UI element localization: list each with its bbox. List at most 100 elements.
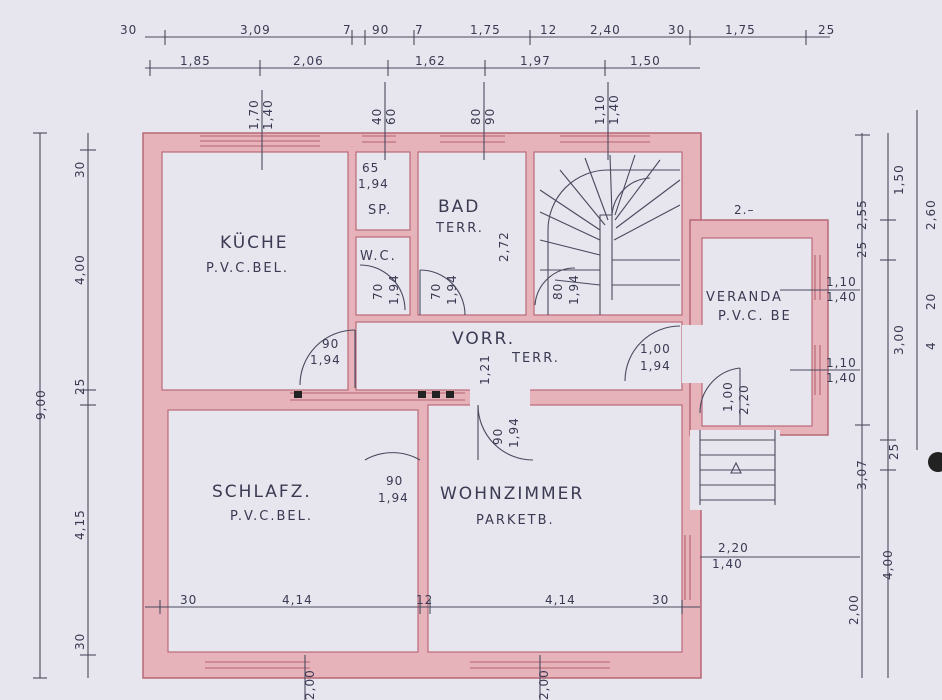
- dim-door-veranda-2: 2,20: [737, 384, 751, 415]
- dim-left-4: 4,15: [73, 509, 87, 540]
- dim-wohn-window-2: 1,40: [712, 557, 743, 571]
- dim-bottom-2: 4,14: [282, 593, 313, 607]
- room-name-bad: BAD: [438, 197, 480, 217]
- room-sp: [355, 151, 411, 231]
- dim-top-7: 12: [540, 23, 557, 37]
- dim-door-bad-1: 70: [429, 283, 443, 300]
- dim-door-wohn-1: 90: [491, 428, 505, 445]
- labels: 30 3,09 7 90 7 1,75 12 2,40 30 1,75 25 1…: [34, 23, 938, 700]
- opening-veranda: [682, 325, 703, 383]
- dim-right-mid-2: 25: [855, 241, 869, 258]
- room-wc: [355, 236, 411, 316]
- room-floor-vorr: TERR.: [511, 351, 560, 366]
- room-bad: [417, 151, 527, 316]
- dim-win-bad-1: 80: [469, 108, 483, 125]
- dim-veranda-depth: 2.–: [734, 203, 754, 217]
- dim-door-vorr: 1,21: [478, 354, 492, 385]
- door-swings: [299, 264, 741, 461]
- dim-door-wc-1: 70: [371, 283, 385, 300]
- dim-right-inner-3: 25: [887, 443, 901, 460]
- dim-right-outer-1: 2,60: [924, 199, 938, 230]
- opening-wohn: [470, 388, 530, 406]
- dim-top-1: 30: [120, 23, 137, 37]
- room-schlafz: [167, 409, 419, 653]
- dim-right-mid-3: 3,07: [855, 459, 869, 490]
- room-veranda: [701, 237, 813, 427]
- room-vorr: [355, 321, 683, 391]
- dim-door-veranda-1: 1,00: [721, 381, 735, 412]
- dim-door-sp-2: 1,94: [358, 177, 389, 191]
- dim-right-inner-1: 1,50: [892, 164, 906, 195]
- room-stair: [533, 151, 683, 316]
- room-name-wc: W.C.: [360, 249, 397, 264]
- dim-win-bad-2: 90: [483, 108, 497, 125]
- dim-left-5: 30: [73, 633, 87, 650]
- dim-top2-2: 2,06: [293, 54, 324, 68]
- dim-door-stair-2: 1,94: [567, 274, 581, 305]
- dim-veranda-win1-1: 1,10: [826, 275, 857, 289]
- dim-door-schlafz-2: 1,94: [378, 491, 409, 505]
- dim-right-mid-1: 2,55: [855, 199, 869, 230]
- dim-door-wc-2: 1,94: [387, 274, 401, 305]
- room-floor-schlafz: P.V.C.BEL.: [230, 509, 313, 524]
- dim-right-inner-2: 3,00: [892, 324, 906, 355]
- dim-top2-4: 1,97: [520, 54, 551, 68]
- room-floor-wohnzimmer: PARKETB.: [476, 513, 555, 528]
- dim-right-outer-2: 20: [924, 293, 938, 310]
- dim-top-8: 2,40: [590, 23, 621, 37]
- dim-door-bad-2: 1,94: [445, 274, 459, 305]
- dim-veranda-win1-2: 1,40: [826, 290, 857, 304]
- dim-door-kueche-2: 1,94: [310, 353, 341, 367]
- room-name-schlafz: SCHLAFZ.: [212, 482, 312, 502]
- dim-left-total: 9,00: [34, 389, 48, 420]
- dim-veranda-win2-1: 1,10: [826, 356, 857, 370]
- dim-door-schlafz-1: 90: [386, 474, 403, 488]
- room-name-kueche: KÜCHE: [220, 231, 289, 253]
- dim-win-stair-2: 1,40: [607, 94, 621, 125]
- dim-bottom-3: 12: [416, 593, 433, 607]
- dim-right-mid-4: 4,00: [881, 549, 895, 580]
- dim-win-kueche-2: 1,40: [261, 99, 275, 130]
- room-floor-bad: TERR.: [435, 221, 484, 236]
- dimension-lines: [33, 30, 918, 700]
- dim-bottom-window-2: 2,00: [537, 669, 551, 700]
- dim-top-10: 1,75: [725, 23, 756, 37]
- dim-door-kueche-1: 90: [322, 337, 339, 351]
- dim-right-outer-3: 4: [924, 341, 938, 350]
- walls: [142, 132, 829, 679]
- dim-top2-1: 1,85: [180, 54, 211, 68]
- dim-door-stair-1: 80: [551, 283, 565, 300]
- room-name-veranda: VERANDA: [706, 290, 783, 305]
- entry-steps: [699, 430, 776, 505]
- dim-door-wohn-entry-1: 1,00: [640, 342, 671, 356]
- room-floor-veranda: P.V.C. BE: [718, 309, 792, 324]
- dim-left-3: 25: [73, 378, 87, 395]
- dim-bottom-window-1: 2,00: [303, 669, 317, 700]
- dim-top-9: 30: [668, 23, 685, 37]
- dim-top-6: 1,75: [470, 23, 501, 37]
- dim-bottom-4: 4,14: [545, 593, 576, 607]
- dim-door-bad-height: 2,72: [497, 231, 511, 262]
- dim-top-2: 3,09: [240, 23, 271, 37]
- room-name-vorr: VORR.: [452, 329, 515, 349]
- dim-door-wohn-entry-2: 1,94: [640, 359, 671, 373]
- room-wohnzimmer: [427, 404, 683, 653]
- dim-top-5: 7: [415, 23, 424, 37]
- dim-top2-3: 1,62: [415, 54, 446, 68]
- dim-door-wohn-2: 1,94: [507, 417, 521, 448]
- dim-left-2: 4,00: [73, 254, 87, 285]
- room-name-sp: SP.: [368, 203, 392, 218]
- dim-top-3: 7: [343, 23, 352, 37]
- dim-bottom-5: 30: [652, 593, 669, 607]
- dim-bottom-1: 30: [180, 593, 197, 607]
- dim-door-sp-1: 65: [362, 161, 379, 175]
- room-floor-kueche: P.V.C.BEL.: [206, 261, 289, 276]
- dim-top-11: 25: [818, 23, 835, 37]
- room-kueche: [161, 151, 349, 391]
- dim-top2-5: 1,50: [630, 54, 661, 68]
- dim-right-inner-4: 2,00: [847, 594, 861, 625]
- dim-top-4: 90: [372, 23, 389, 37]
- dim-win-stair-1: 1,10: [593, 94, 607, 125]
- dim-veranda-win2-2: 1,40: [826, 371, 857, 385]
